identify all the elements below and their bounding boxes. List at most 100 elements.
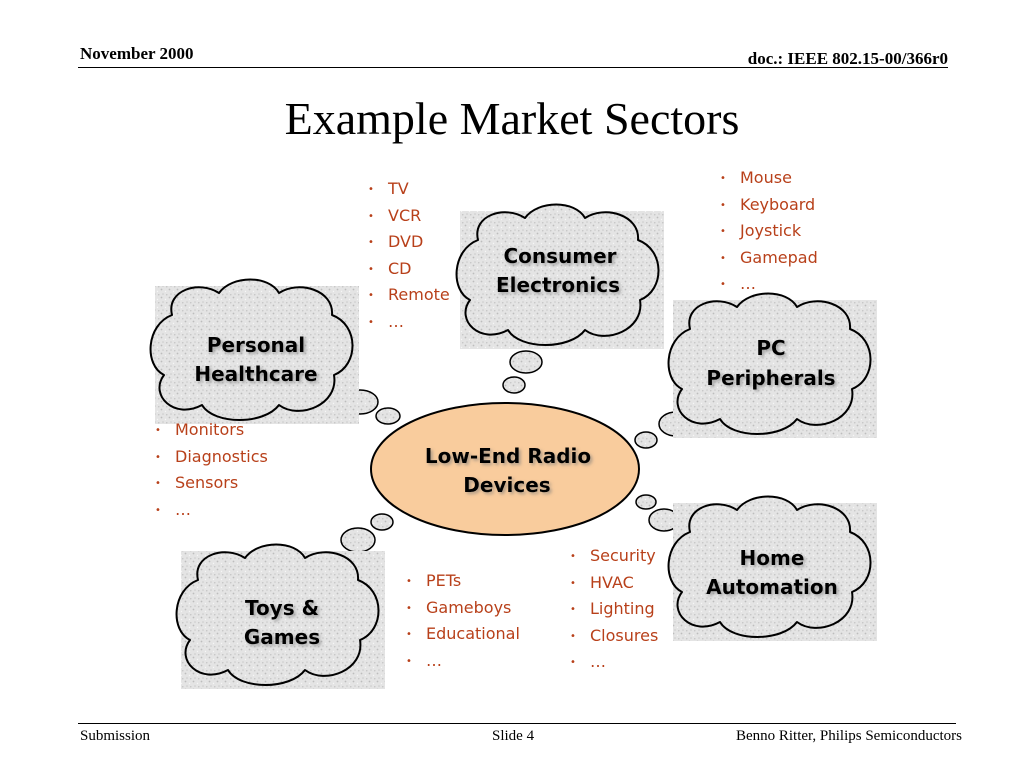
bullet-dot-icon: •: [406, 602, 412, 614]
footer-submission: Submission: [80, 728, 151, 744]
list-item-label: Mouse: [740, 168, 792, 187]
list-item: • Gameboys: [406, 595, 520, 622]
list-item-label: …: [590, 652, 606, 671]
bullet-dot-icon: •: [570, 657, 576, 668]
list-item-label: Closures: [590, 625, 659, 645]
pc-device-list: •Mouse•Keyboard•Joystick•Gamepad•…: [720, 165, 818, 298]
list-item-label: DVD: [388, 232, 424, 251]
list-item: •…: [570, 649, 658, 676]
list-item: • Remote: [368, 282, 450, 309]
list-item: •Sensors: [155, 470, 268, 497]
home-cloud: [667, 495, 872, 638]
bubble-consumer-2: [502, 376, 526, 394]
list-item-label: HVAC: [590, 572, 634, 592]
list-item: • Lighting: [570, 596, 658, 623]
list-item-label: PETs: [426, 571, 462, 590]
center-label-2: Devices: [463, 473, 550, 497]
bullet-dot-icon: •: [368, 210, 374, 222]
list-item: •…: [720, 271, 818, 298]
bullet-dot-icon: •: [368, 237, 374, 248]
bullet-dot-icon: •: [406, 629, 412, 640]
bullet-dot-icon: •: [368, 263, 374, 275]
bullet-dot-icon: •: [570, 551, 576, 562]
header-divider: [78, 67, 948, 68]
bullet-dot-icon: •: [155, 425, 161, 436]
list-item: • Joystick: [720, 218, 818, 245]
home-device-list: •Security•HVAC•Lighting•Closures•…: [570, 543, 658, 676]
list-item-label: …: [388, 311, 404, 331]
bullet-dot-icon: •: [570, 577, 576, 589]
pc-label-2: Peripherals: [706, 366, 835, 390]
bubble-toys-2: [370, 513, 394, 531]
list-item-label: Lighting: [590, 599, 655, 618]
header-date: November 2000: [80, 44, 194, 63]
list-item: •CD: [368, 256, 450, 283]
consumer-cloud: [455, 203, 660, 346]
footer-slide-number: Slide 4: [492, 728, 535, 744]
toys-label-1: Toys &: [245, 596, 319, 620]
consumer-label-1: Consumer: [503, 244, 616, 268]
list-item-label: Gamepad: [740, 247, 818, 267]
list-item: •…: [155, 497, 268, 524]
bubble-pc-2: [634, 431, 658, 449]
toys-device-list: •PETs•Gameboys•Educational•…: [406, 568, 520, 674]
toys-cloud: [175, 543, 380, 686]
list-item: • PETs: [406, 568, 520, 595]
consumer-device-list: •TV•VCR•DVD•CD•Remote•…: [368, 176, 450, 335]
toys-label-2: Games: [244, 625, 320, 649]
list-item-label: Gameboys: [426, 597, 512, 617]
list-item: •…: [406, 648, 520, 675]
list-item: •…: [368, 309, 450, 336]
bullet-dot-icon: •: [720, 226, 726, 237]
healthcare-label-1: Personal: [207, 333, 305, 357]
bullet-dot-icon: •: [720, 279, 726, 290]
header-doc-id: doc.: IEEE 802.15-00/366r0: [747, 49, 948, 68]
center-label-1: Low-End Radio: [425, 444, 591, 468]
home-label-1: Home: [740, 546, 805, 570]
list-item: • Keyboard: [720, 192, 818, 219]
bullet-dot-icon: •: [368, 184, 374, 195]
bullet-dot-icon: •: [368, 290, 374, 301]
bullet-dot-icon: •: [720, 199, 726, 211]
list-item-label: VCR: [388, 205, 422, 225]
list-item: • DVD: [368, 229, 450, 256]
bullet-dot-icon: •: [720, 252, 726, 264]
footer-divider: [78, 723, 956, 724]
home-label-2: Automation: [706, 575, 838, 599]
list-item-label: …: [426, 650, 442, 670]
list-item: • Closures: [570, 623, 658, 650]
list-item-label: Remote: [388, 285, 450, 304]
bubble-toys-1: [340, 527, 376, 553]
list-item-label: Diagnostics: [175, 446, 268, 466]
list-item-label: Keyboard: [740, 194, 816, 214]
bullet-dot-icon: •: [406, 576, 412, 587]
bullet-dot-icon: •: [720, 173, 726, 184]
bullet-dot-icon: •: [155, 451, 161, 463]
healthcare-label-2: Healthcare: [194, 362, 317, 386]
footer-author: Benno Ritter, Philips Semiconductors: [735, 728, 962, 744]
list-item: •TV: [368, 176, 450, 203]
list-item-label: Monitors: [175, 420, 245, 439]
list-item: •Security: [570, 543, 658, 570]
bullet-dot-icon: •: [570, 630, 576, 642]
slide-title: Example Market Sectors: [284, 93, 740, 144]
pc-cloud: [667, 292, 872, 435]
bullet-dot-icon: •: [368, 316, 374, 328]
healthcare-device-list: • Monitors • Diagnostics •Sensors•…: [155, 417, 268, 523]
list-item: • Gamepad: [720, 245, 818, 272]
bubble-home-2: [635, 494, 657, 510]
healthcare-cloud: [149, 278, 354, 421]
bullet-dot-icon: •: [570, 604, 576, 615]
list-item-label: …: [740, 274, 756, 293]
list-item-label: Sensors: [175, 473, 239, 492]
center-ellipse: [370, 402, 640, 536]
bullet-dot-icon: •: [406, 655, 412, 667]
list-item: • Educational: [406, 621, 520, 648]
list-item: • VCR: [368, 203, 450, 230]
consumer-label-2: Electronics: [496, 273, 620, 297]
list-item-label: Joystick: [740, 221, 802, 240]
list-item-label: Educational: [426, 624, 520, 643]
list-item: • Diagnostics: [155, 444, 268, 471]
list-item-label: …: [175, 499, 191, 519]
